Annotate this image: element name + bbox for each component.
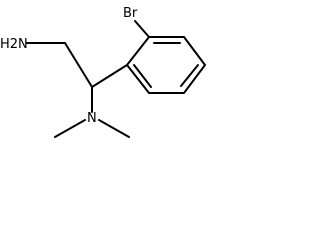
bond-n-methyl-right [98, 119, 130, 138]
ring-double-bond-2 [180, 64, 199, 87]
bond-ring-br [134, 20, 150, 38]
primary-amine-label: H2N [0, 37, 28, 52]
tertiary-amine-label: N [87, 111, 97, 126]
ring-double-bond-3 [133, 64, 152, 88]
bond-ch-ring [91, 64, 128, 88]
bond-n-methyl-left [54, 119, 86, 138]
bond-ch2-ch [64, 42, 93, 88]
chemical-structure: Br H2N N [0, 6, 206, 138]
benzene-ring [126, 36, 206, 94]
bromine-label: Br [123, 6, 138, 21]
